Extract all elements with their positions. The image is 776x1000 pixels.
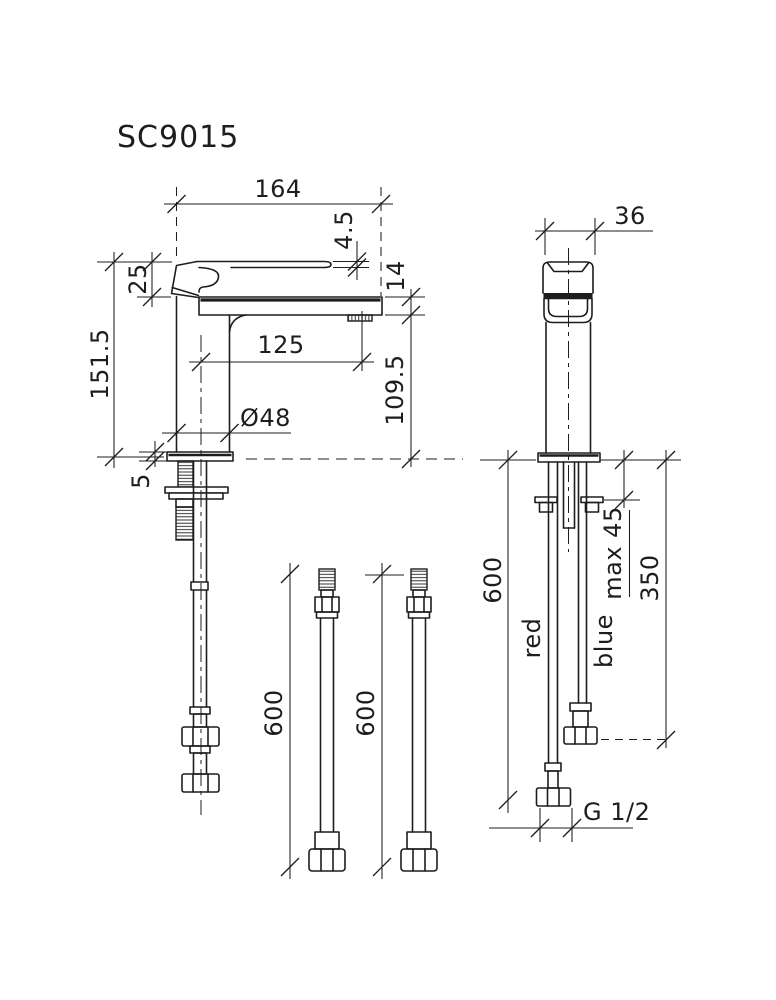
dim-hose-right-label: 600 [352,689,380,736]
dim-hose-drop-label: 350 [636,554,664,601]
side-view-faucet [534,248,670,807]
cold-hose-end [563,702,598,745]
hot-hose-end [535,762,572,807]
dim-plate-label: 5 [127,473,155,489]
dim-height-label: 151.5 [86,328,114,399]
dim-lever-label: 4.5 [330,210,358,250]
supply-hose-right [400,568,438,872]
dim-spout-thickness-label: 14 [382,260,410,292]
spout [198,296,383,316]
dim-side-hose-length-label: 600 [479,556,507,603]
side-view-dimensions: 36 600 max 45 350 red blue G 1/2 [479,202,681,842]
dim-reach-label: 125 [257,331,304,359]
hot-hose-label: red [518,618,546,659]
dim-clearance-label: 109.5 [381,354,409,425]
dim-side-width-label: 36 [614,202,646,230]
handle-neck [198,266,220,293]
model-number: SC9015 [117,120,239,155]
lever-blade [196,260,332,269]
supply-hose-left [308,568,346,872]
threaded-stud [177,460,194,488]
hose-nipples [534,496,604,513]
handle-wedge [170,260,200,299]
dim-handle-label: 25 [124,263,152,295]
dim-max-deck-label: max 45 [599,506,627,599]
mounting-flange [164,486,229,494]
dim-thread-label: G 1/2 [583,798,650,826]
base-plate [166,451,234,462]
dim-width-label: 164 [254,175,301,203]
aerator [347,314,373,322]
front-view-faucet [164,260,383,815]
front-view-dimensions: 164 4.5 25 151.5 14 109.5 Ø48 12 [86,175,463,489]
dim-hose-left-label: 600 [260,689,288,736]
dim-base-diameter-label: Ø48 [240,404,291,432]
cold-hose-label: blue [590,614,618,668]
supply-hose-dimensions: 600 600 [260,563,404,879]
